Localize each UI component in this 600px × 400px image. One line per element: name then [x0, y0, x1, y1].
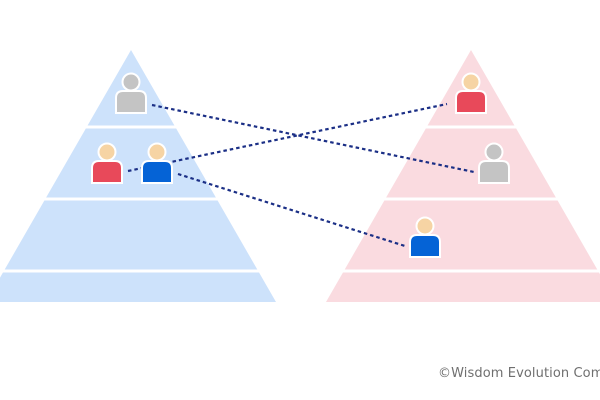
copyright-credit: ©Wisdom Evolution Com [438, 366, 600, 381]
left-pyramid [0, 50, 300, 302]
right-pyramid [300, 50, 600, 302]
connector-blue-to-blue [177, 172, 406, 248]
connector-gray-to-gray [151, 103, 475, 174]
connector-red-to-red [127, 102, 448, 173]
connectors [127, 102, 475, 248]
